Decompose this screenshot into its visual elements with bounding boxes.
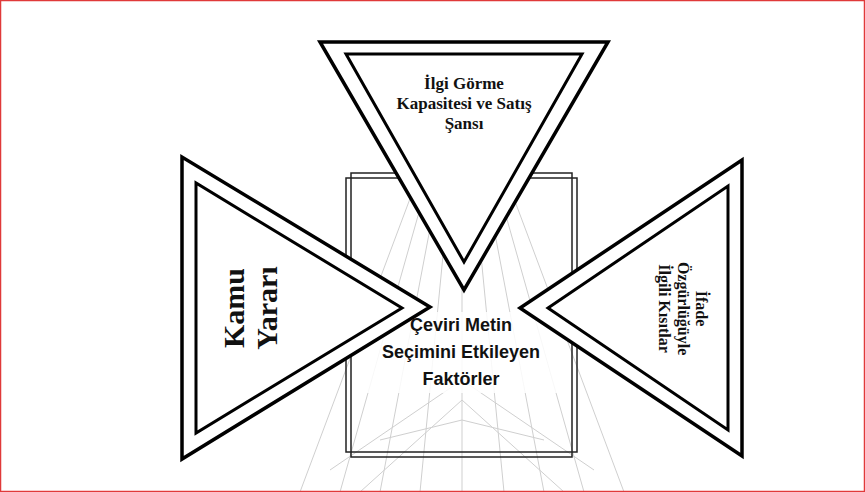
factor-triangle: Kamu Yararı bbox=[180, 155, 432, 461]
node-label: İfade Özgürlüğüyle İlgili Kısıtlar bbox=[654, 247, 709, 369]
factor-triangle: İlgi Görme Kapasitesi ve Satış Şansı bbox=[318, 40, 610, 292]
node-label: İlgi Görme Kapasitesi ve Satış Şansı bbox=[395, 74, 533, 135]
node-label: Kamu Yararı bbox=[217, 254, 283, 362]
node-outline bbox=[518, 158, 744, 458]
factor-triangle: İfade Özgürlüğüyle İlgili Kısıtlar bbox=[518, 158, 744, 458]
